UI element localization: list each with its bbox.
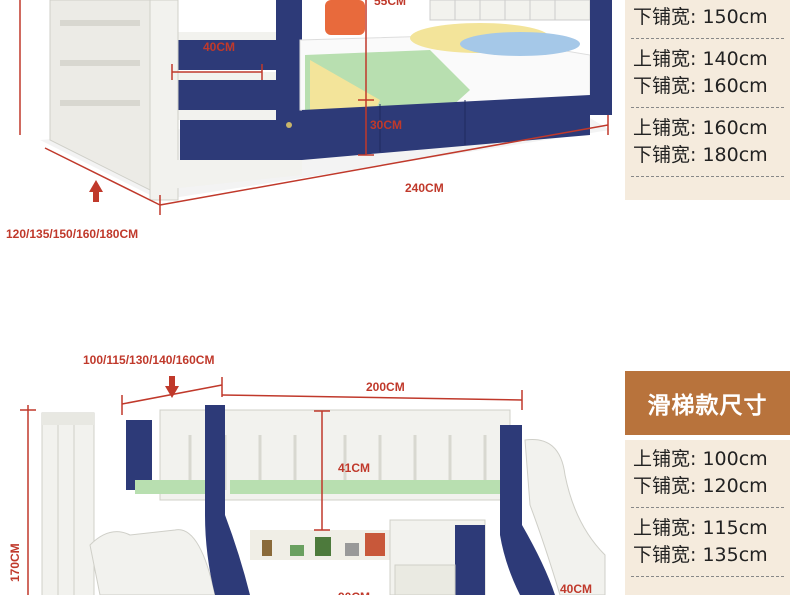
stair-size-panel: 下铺宽: 150cm 上铺宽: 140cm 下铺宽: 160cm 上铺宽: 16… [625,0,790,200]
spec-divider [631,576,784,577]
stair-bed-illustration [40,0,612,201]
slide-bed-illustration [41,405,606,595]
dim-label-height: 170CM [8,543,22,582]
dim-label-top: 55CM [374,0,407,8]
spec-divider [631,38,784,39]
spec-upper-1: 上铺宽: 100cm [633,448,768,470]
spec-upper-2: 上铺宽: 140cm [633,48,768,70]
dim-label-rail-height: 41CM [338,461,371,475]
spec-lower-3: 下铺宽: 180cm [633,144,768,166]
stair-bed-section: 55CM 40CM 30CM 240CM 120/135/150/160/180… [0,0,790,265]
spec-divider [631,176,784,177]
spec-upper-2: 上铺宽: 115cm [633,517,768,539]
dim-label-length: 240CM [405,181,444,195]
dim-label-stair-depth: 40CM [560,582,593,596]
slide-size-panel: 上铺宽: 100cm 下铺宽: 120cm 上铺宽: 115cm 下铺宽: 13… [625,440,790,595]
spec-divider [631,507,784,508]
slide-size-title: 滑梯款尺寸 [625,371,790,435]
spec-divider [631,107,784,108]
spec-upper-3: 上铺宽: 160cm [633,117,768,139]
spec-lower-2: 下铺宽: 160cm [633,75,768,97]
spec-lower-1: 下铺宽: 120cm [633,475,768,497]
spec-lower-1: 下铺宽: 150cm [633,6,768,28]
dim-label-bottom: 90CM [338,590,370,595]
dim-label-width-options: 100/115/130/140/160CM [83,353,215,367]
dim-label-stair-depth: 40CM [203,40,236,54]
dim-label-length: 200CM [366,380,405,394]
dim-label-width-options: 120/135/150/160/180CM [6,227,139,241]
slide-bed-section: 100/115/130/140/160CM 200CM 41CM 170CM 4… [0,265,790,596]
spec-lower-2: 下铺宽: 135cm [633,544,768,566]
dim-label-rail-height: 30CM [370,118,403,132]
